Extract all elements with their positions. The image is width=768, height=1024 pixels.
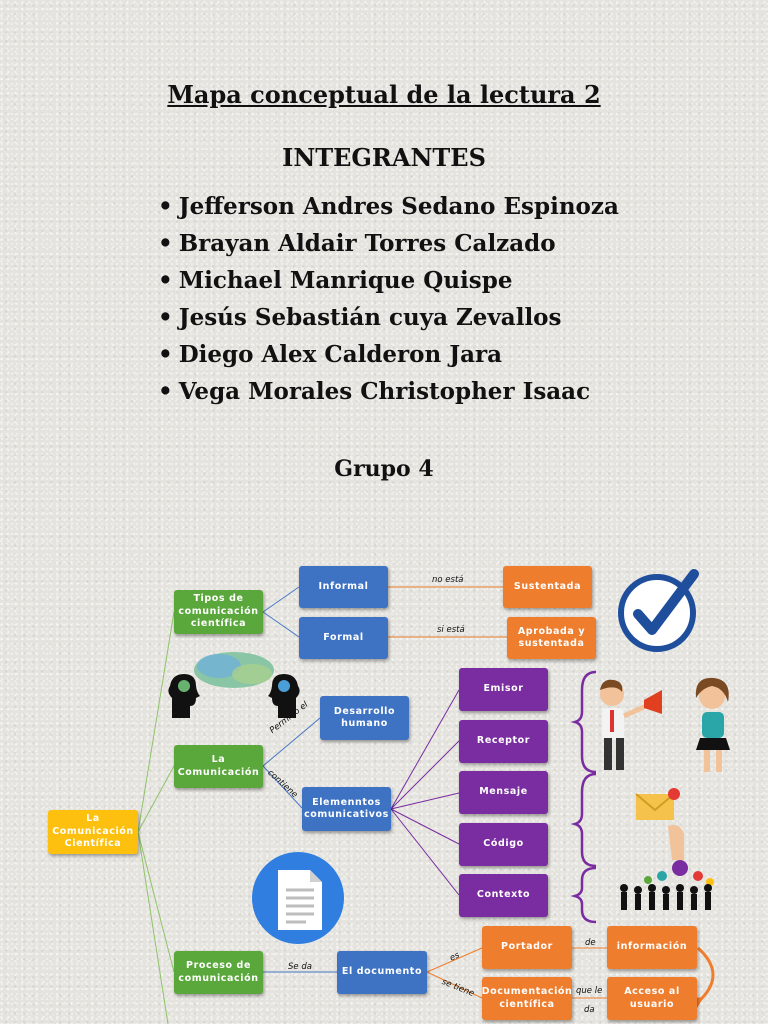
edge-label-que-le: que le <box>576 986 603 996</box>
connector-tipos-informal <box>262 586 300 613</box>
node-acceso[interactable]: Acceso al usuario <box>607 977 697 1020</box>
node-emisor[interactable]: Emisor <box>459 668 548 711</box>
connector-elementos-contexto <box>390 808 460 896</box>
emisor-receptor-people-icon <box>600 677 730 772</box>
edge-label-de: de <box>585 938 596 948</box>
member-item: Jefferson Andres Sedano Espinoza <box>158 188 619 225</box>
edge-label-se-da: Se da <box>288 962 312 972</box>
edge-label-no-esta: no está <box>432 575 464 585</box>
node-comunicacion[interactable]: La Comunicación <box>174 745 263 788</box>
connector-comunicacion-elementos <box>262 765 303 809</box>
member-item: Jesús Sebastián cuya Zevallos <box>158 299 619 336</box>
node-receptor[interactable]: Receptor <box>459 720 548 763</box>
brace-mensaje-codigo <box>570 772 597 868</box>
connector-informacion-acceso-arrow <box>696 946 715 1004</box>
node-codigo[interactable]: Código <box>459 823 548 866</box>
members-heading: INTEGRANTES <box>282 143 486 172</box>
connector-elementos-mensaje <box>390 792 460 810</box>
node-proceso[interactable]: Proceso de comunicación <box>174 951 263 994</box>
connector-documento-portador <box>426 947 483 973</box>
message-envelope-icon <box>635 788 684 860</box>
connector-root-tipos <box>137 611 175 833</box>
connector-root-comunicacion <box>137 765 175 833</box>
node-contexto[interactable]: Contexto <box>459 874 548 917</box>
page-title: Mapa conceptual de la lectura 2 <box>167 80 601 109</box>
member-item: Michael Manrique Quispe <box>158 262 619 299</box>
connector-root-proceso <box>137 831 175 973</box>
connector-elementos-emisor <box>390 689 460 810</box>
member-item: Brayan Aldair Torres Calzado <box>158 225 619 262</box>
connector-elementos-receptor <box>390 740 460 810</box>
node-mensaje[interactable]: Mensaje <box>459 771 548 814</box>
node-root[interactable]: La Comunicación Científica <box>48 810 138 854</box>
edge-label-si-esta: si está <box>437 625 465 635</box>
node-portador[interactable]: Portador <box>482 926 572 969</box>
node-desarrollo[interactable]: Desarrollo humano <box>320 696 409 740</box>
node-sustentada[interactable]: Sustentada <box>503 566 592 608</box>
crowd-context-icon <box>620 860 714 910</box>
member-item: Vega Morales Christopher Isaac <box>158 373 619 410</box>
brace-contexto <box>570 866 597 924</box>
node-informacion[interactable]: información <box>607 926 697 969</box>
node-aprobada[interactable]: Aprobada y sustentada <box>507 617 596 659</box>
connector-documento-documentacion <box>426 971 483 999</box>
node-formal[interactable]: Formal <box>299 617 388 659</box>
document-icon <box>252 852 344 944</box>
checkmark-icon <box>618 569 699 652</box>
heads-talking-icon <box>168 652 300 718</box>
node-documentacion[interactable]: Documentación científica <box>482 977 572 1020</box>
members-list: Jefferson Andres Sedano Espinoza Brayan … <box>158 188 619 410</box>
member-item: Diego Alex Calderon Jara <box>158 336 619 373</box>
connector-root-extra <box>137 831 169 1024</box>
node-documento[interactable]: El documento <box>337 951 427 994</box>
connector-tipos-formal <box>262 611 300 638</box>
node-informal[interactable]: Informal <box>299 566 388 608</box>
connector-comunicacion-desarrollo <box>262 717 321 767</box>
node-elementos[interactable]: Elemenntos comunicativos <box>302 787 391 831</box>
edge-label-da: da <box>584 1005 595 1015</box>
connector-elementos-codigo <box>390 808 460 845</box>
group-label: Grupo 4 <box>334 456 434 482</box>
brace-emisor-receptor <box>570 670 597 774</box>
node-tipos[interactable]: Tipos de comunicación científica <box>174 590 263 634</box>
